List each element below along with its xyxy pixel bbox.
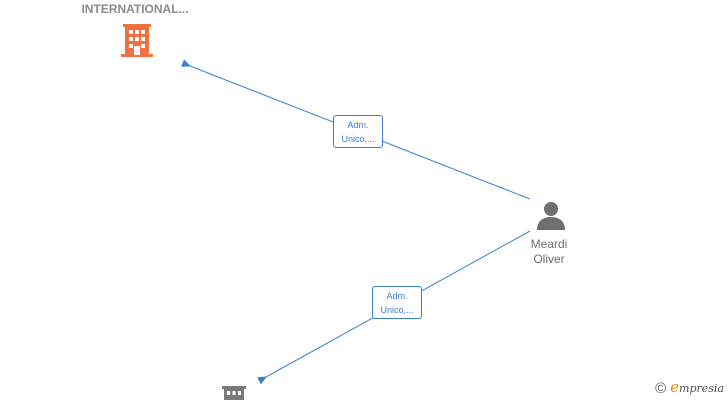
edge-label-bottom[interactable]: Adm. Unico,...	[372, 286, 422, 319]
copyright-icon: ©	[655, 380, 667, 397]
building-icon[interactable]	[221, 386, 247, 400]
company-top-name[interactable]: INTERNATIONAL...	[81, 2, 189, 16]
person-name[interactable]: Meardi Oliver	[515, 237, 583, 267]
person-icon[interactable]	[536, 201, 566, 231]
edge-label-bottom-line1: Adm.	[386, 291, 408, 301]
brand-logo-initial: e	[670, 378, 680, 396]
edge-label-top[interactable]: Adm. Unico,...	[333, 115, 383, 148]
brand-logo-text: mpresia	[679, 382, 724, 395]
person-last-name: Oliver	[533, 252, 565, 266]
person-first-name: Meardi	[530, 237, 568, 251]
edge-label-top-line2: Unico,...	[341, 134, 375, 144]
edge-label-bottom-line2: Unico,...	[380, 305, 414, 315]
edge-label-top-line1: Adm.	[347, 120, 369, 130]
brand-footer[interactable]: ©empresia	[655, 378, 724, 397]
building-icon[interactable]	[121, 24, 153, 58]
